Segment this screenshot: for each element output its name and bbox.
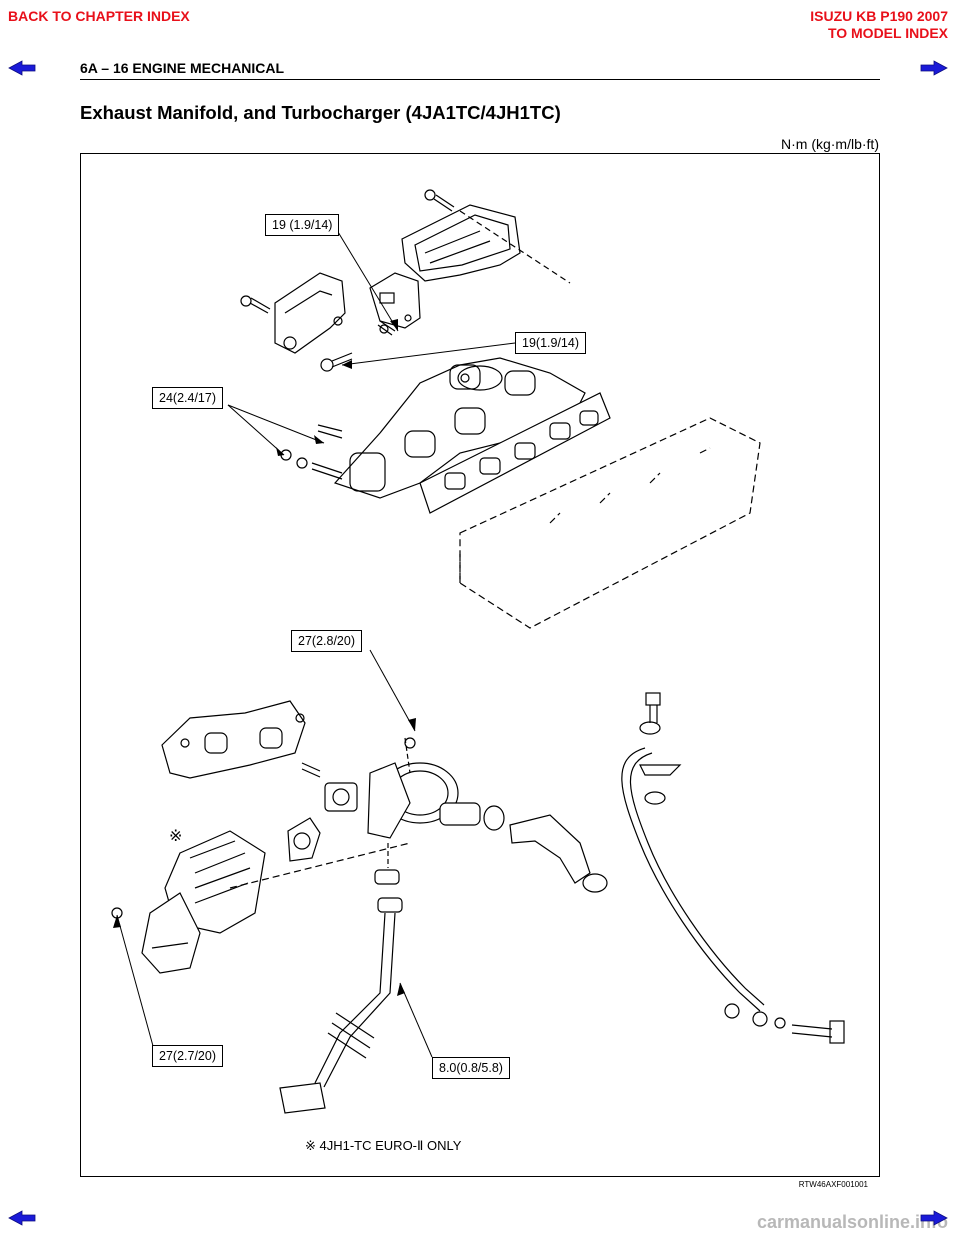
manifold-stud (280, 424, 343, 480)
lower-manifold (161, 700, 321, 779)
outlet-hose (483, 805, 608, 893)
torque-callout-turbo-nut: 27(2.8/20) (291, 630, 362, 652)
torque-callout-shield-bolt: 19 (1.9/14) (265, 214, 340, 236)
arrow-left-icon[interactable] (8, 60, 36, 76)
bracket-bolt-center (377, 320, 396, 336)
section-header: 6A – 16 ENGINE MECHANICAL (80, 60, 285, 76)
diagram-footnote: ※ 4JH1-TC EURO-Ⅱ ONLY (305, 1138, 462, 1153)
manifold-gasket (419, 392, 611, 514)
back-to-chapter-index-link[interactable]: BACK TO CHAPTER INDEX (8, 8, 190, 24)
arrow-left-icon[interactable] (8, 1210, 36, 1226)
turbo-gasket (287, 817, 321, 862)
torque-callout-oil-return-bolt: 8.0(0.8/5.8) (432, 1057, 510, 1079)
torque-units-label: N·m (kg·m/lb·ft) (781, 136, 879, 152)
to-model-index-link[interactable]: TO MODEL INDEX (827, 25, 948, 41)
figure-code: RTW46AXF001001 (798, 1180, 868, 1189)
cylinder-head (459, 417, 761, 629)
turbocharger (367, 737, 481, 839)
page-title: Exhaust Manifold, and Turbocharger (4JA1… (80, 102, 561, 123)
exploded-diagram (111, 189, 845, 1114)
model-title-link[interactable]: ISUZU KB P190 2007 (810, 8, 948, 24)
catalytic-converter (111, 830, 266, 974)
watermark: carmanualsonline.info (756, 1212, 948, 1232)
bracket-bolt (240, 295, 271, 314)
torque-callout-converter-nut: 27(2.7/20) (152, 1045, 223, 1067)
oil-feed-pipe (621, 721, 845, 1044)
arrow-right-icon[interactable] (920, 60, 948, 76)
bolt-19 (320, 352, 353, 372)
heat-shield (401, 204, 521, 282)
arrow-right-icon[interactable] (920, 1210, 948, 1226)
torque-callout-manifold-nut: 24(2.4/17) (152, 387, 223, 409)
exhaust-manifold (333, 357, 586, 499)
leader-arrowheads (113, 319, 416, 996)
header-rule (80, 79, 880, 80)
asterisk-mark: ※ (169, 828, 183, 845)
leader-lines (116, 226, 516, 1058)
flange-gasket (324, 782, 358, 812)
figure-frame (80, 153, 880, 1177)
bracket-left (274, 272, 346, 354)
torque-callout-bracket-bolt: 19(1.9/14) (515, 332, 586, 354)
oil-return-pipe (279, 843, 403, 1114)
oil-bolt (645, 692, 661, 723)
shield-bolt (424, 189, 455, 212)
